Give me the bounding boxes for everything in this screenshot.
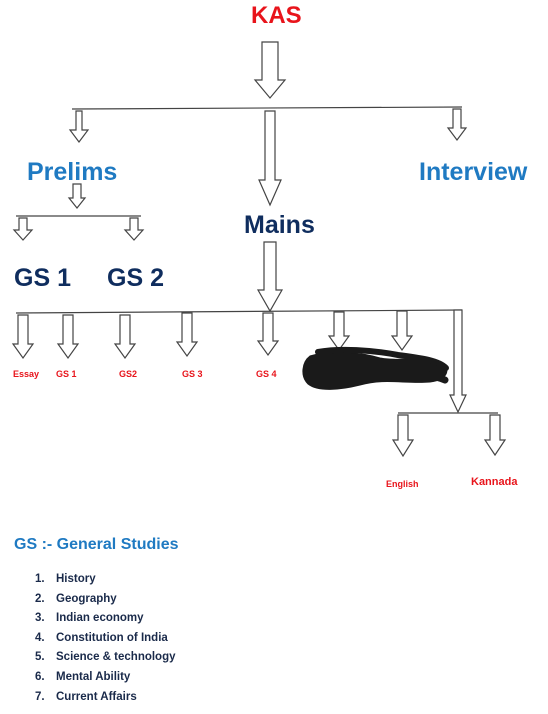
mains-connector-line (15, 309, 463, 314)
mains-down-arrow (256, 241, 284, 313)
legend-item: 3. Indian economy (35, 610, 176, 630)
legend-item: 4. Constitution of India (35, 630, 176, 650)
legend-item-text: Geography (56, 592, 117, 605)
kas-down-arrow (253, 41, 287, 99)
diagram-title: KAS (251, 2, 302, 29)
legend-item: 7. Current Affairs (35, 689, 176, 709)
english-label: English (386, 479, 419, 489)
interview-arrow (446, 108, 468, 141)
legend-item: 6. Mental Ability (35, 669, 176, 689)
legend-item-number: 2. (35, 592, 45, 605)
legend-item-text: Indian economy (56, 612, 144, 625)
prelims-gs1-label: GS 1 (14, 264, 71, 292)
mains-gs4-label: GS 4 (256, 369, 277, 379)
legend-item-number: 4. (35, 631, 45, 644)
legend-list: 1. History 2. Geography 3. Indian economy 4… (35, 571, 176, 708)
language-down-arrow (449, 309, 467, 414)
legend-item-text: Mental Ability (56, 670, 131, 683)
gs4-arrow (256, 312, 280, 357)
mains-arrow (258, 110, 282, 207)
legend-title: GS :- General Studies (14, 536, 179, 553)
mains-gs2-label: GS2 (119, 369, 138, 379)
scribble-redaction (302, 346, 449, 390)
hidden-paper-arrow (327, 311, 351, 352)
legend-item-number: 7. (35, 690, 45, 703)
language-paper-arrow (390, 310, 414, 352)
prelims-gs1-arrow (12, 217, 34, 241)
kannada-arrow (483, 414, 507, 457)
gs3-arrow (175, 312, 199, 358)
level1-connector-line (71, 106, 463, 110)
legend-item: 1. History (35, 571, 176, 591)
legend-item-number: 6. (35, 670, 45, 683)
gs2-arrow (113, 314, 137, 360)
english-arrow (391, 414, 415, 458)
kannada-label: Kannada (471, 476, 518, 488)
mains-gs3-label: GS 3 (182, 369, 203, 379)
prelims-sub-arrow (67, 183, 87, 209)
legend-item-text: Constitution of India (56, 631, 168, 644)
legend-item-text: Current Affairs (56, 690, 137, 703)
prelims-gs2-arrow (123, 217, 145, 241)
legend-item-number: 1. (35, 573, 45, 585)
gs1-arrow (56, 314, 80, 360)
mains-essay-label: Essay (13, 369, 40, 379)
legend-item-number: 3. (35, 612, 45, 625)
prelims-arrow (68, 110, 90, 143)
essay-arrow (11, 314, 35, 360)
legend-item: 2. Geography (35, 591, 176, 611)
prelims-label: Prelims (27, 158, 118, 186)
interview-label: Interview (419, 158, 528, 186)
mains-gs1-label: GS 1 (56, 369, 77, 379)
legend-item-text: Science & technology (56, 651, 176, 664)
mains-label: Mains (244, 211, 315, 239)
legend-item-text: History (56, 573, 96, 585)
prelims-gs2-label: GS 2 (107, 264, 164, 292)
legend-item: 5. Science & technology (35, 649, 176, 669)
legend-item-number: 5. (35, 651, 45, 664)
